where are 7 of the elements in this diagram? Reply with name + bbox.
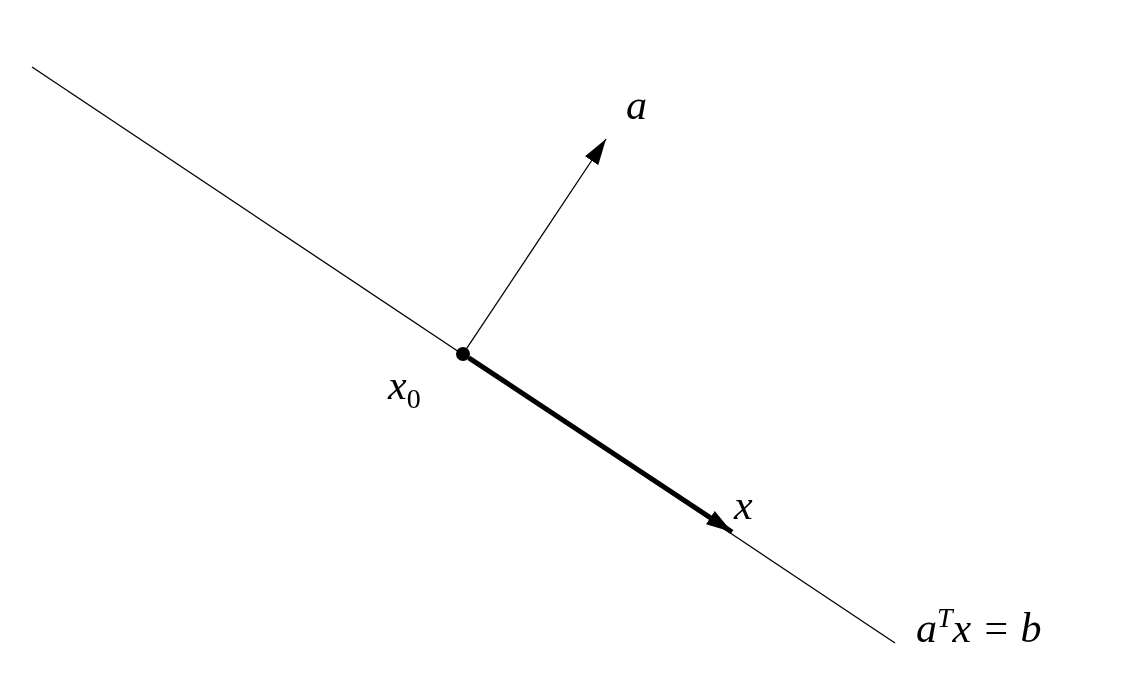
vector-label: x — [734, 484, 753, 526]
arrow — [466, 138, 607, 349]
point-dot — [456, 347, 470, 361]
vector-label: a — [626, 84, 647, 126]
equation-label: a$^{T}$x = b — [916, 604, 1042, 649]
point-label: x$_{0}$ — [388, 364, 421, 414]
thick-arrow — [467, 355, 734, 535]
